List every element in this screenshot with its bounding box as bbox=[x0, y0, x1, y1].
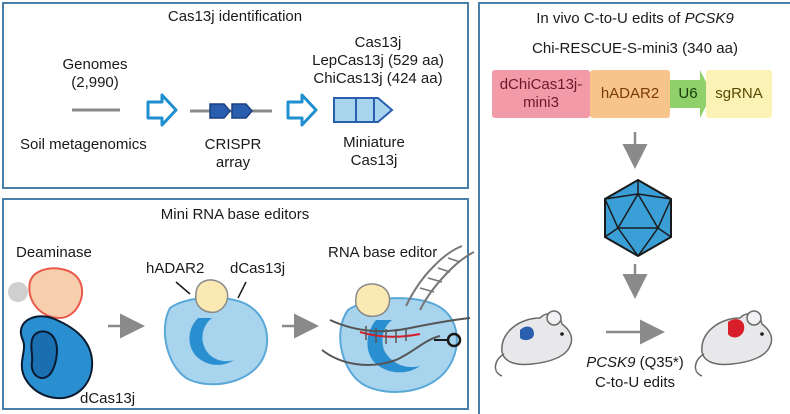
miniature-cas13j-gene-icon bbox=[333, 97, 394, 123]
segment-dchicas13j-line1: dChiCas13j- bbox=[499, 76, 583, 93]
c-to-u-edits-label: C-to-U edits bbox=[594, 374, 676, 391]
mouse-after-icon bbox=[694, 310, 773, 377]
genomes-label: Genomes bbox=[62, 56, 128, 73]
rna-base-editor-icon bbox=[321, 245, 475, 393]
pcsk9-mutation: (Q35*) bbox=[635, 354, 684, 371]
dcas13j-bottom-label: dCas13j bbox=[80, 390, 136, 407]
panel-b-title: Mini RNA base editors bbox=[160, 206, 310, 223]
panel-mini-rna-base-editors bbox=[2, 198, 469, 410]
construct-bar bbox=[492, 70, 772, 118]
rna-base-editor-label: RNA base editor bbox=[328, 244, 438, 261]
deaminase-icon bbox=[8, 267, 84, 320]
genomes-count: (2,990) bbox=[71, 74, 119, 91]
dcas13j-label: dCas13j bbox=[230, 260, 286, 277]
hollow-arrow-icon-2 bbox=[286, 93, 318, 127]
panel-cas13j-identification bbox=[2, 2, 469, 189]
construct-label: Chi-RESCUE-S-mini3 (340 aa) bbox=[532, 40, 738, 57]
mini-editor-icon bbox=[163, 279, 269, 386]
panel-a-title: Cas13j identification bbox=[167, 8, 303, 25]
crispr-label: CRISPR bbox=[204, 136, 262, 153]
miniature-label: Miniature bbox=[343, 134, 405, 151]
lepcas13j-label: LepCas13j (529 aa) bbox=[312, 52, 444, 69]
crispr-array-icon bbox=[190, 103, 272, 119]
cas13j-label: Cas13j bbox=[354, 34, 402, 51]
panel-in-vivo-edits bbox=[478, 2, 790, 414]
dcas13j-pointer bbox=[237, 281, 247, 299]
panel-c-title-prefix: In vivo C-to-U edits of bbox=[536, 10, 685, 27]
aav-capsid-icon bbox=[604, 178, 672, 258]
hollow-arrow-icon-1 bbox=[146, 93, 178, 127]
segment-sgrna: sgRNA bbox=[715, 85, 763, 102]
soil-metagenomics-label: Soil metagenomics bbox=[20, 136, 147, 153]
segment-u6: U6 bbox=[678, 85, 698, 102]
chicas13j-label: ChiCas13j (424 aa) bbox=[313, 70, 443, 87]
deaminase-label: Deaminase bbox=[16, 244, 92, 261]
dcas13j-icon bbox=[19, 315, 94, 400]
array-label: array bbox=[215, 154, 251, 171]
hadar2-pointer bbox=[175, 281, 191, 295]
edited-rna-segment bbox=[359, 331, 421, 338]
pcsk9-mutation-label: PCSK9 (Q35*) bbox=[560, 354, 710, 372]
segment-dchicas13j-line2: mini3 bbox=[523, 94, 559, 111]
rna-strand-tail bbox=[405, 245, 463, 307]
hadar2-label: hADAR2 bbox=[146, 260, 205, 277]
segment-hadar2: hADAR2 bbox=[600, 85, 660, 102]
pcsk9-gene: PCSK9 bbox=[586, 354, 636, 371]
panel-c-title: In vivo C-to-U edits of PCSK9 bbox=[480, 10, 790, 28]
panel-c-title-gene: PCSK9 bbox=[684, 10, 734, 27]
miniature-cas13j-label: Cas13j bbox=[350, 152, 398, 169]
mouse-before-icon bbox=[494, 310, 573, 377]
guide-rna-strand bbox=[329, 317, 471, 333]
target-rna-strand bbox=[321, 335, 441, 366]
